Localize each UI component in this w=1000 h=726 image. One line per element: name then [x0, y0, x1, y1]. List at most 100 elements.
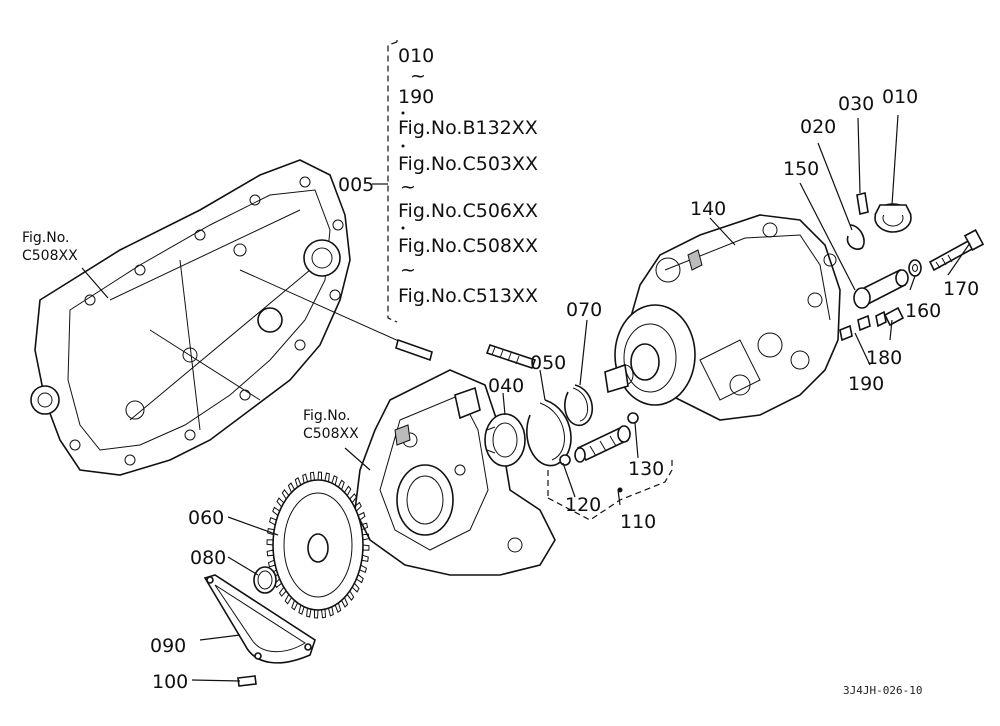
callout-090: 090 [150, 635, 186, 657]
callout-020: 020 [800, 116, 836, 138]
callout-080: 080 [190, 547, 226, 569]
figure-ref-mid-line1: Fig.No. [303, 408, 351, 424]
gear-tooth [266, 549, 274, 557]
range-tilde-1: ~ [410, 65, 426, 87]
pump-body-140 [604, 214, 841, 421]
gear-tooth [269, 517, 277, 526]
gear-tooth [267, 559, 276, 568]
middle-housing [354, 369, 556, 576]
callout-040: 040 [488, 375, 524, 397]
gear-tooth [281, 489, 290, 500]
callout-110: 110 [620, 511, 656, 533]
bearing-010 [874, 203, 912, 233]
range-fig-4: Fig.No.C508XX [398, 235, 538, 257]
figure-ref-left-line1: Fig.No. [22, 230, 70, 246]
gear-tooth [346, 590, 355, 601]
callout-100: 100 [152, 671, 188, 693]
range-fig-2: Fig.No.C503XX [398, 153, 538, 175]
range-bullet [401, 226, 405, 230]
callout-150: 150 [783, 158, 819, 180]
group-110-outline [547, 458, 673, 521]
gear-tooth [351, 582, 360, 593]
gear-tooth [349, 493, 358, 504]
o-ring-080 [253, 566, 277, 594]
figure-ref-left-line2: C508XX [22, 248, 78, 264]
stud-bolt [485, 343, 537, 370]
gear-tooth [356, 574, 364, 584]
gear-tooth [294, 477, 302, 488]
callout-180: 180 [866, 347, 902, 369]
gear-tooth [278, 586, 287, 597]
washer-160 [908, 259, 922, 277]
snap-ring-070 [564, 384, 594, 426]
gear-tooth [344, 485, 352, 496]
gear-tooth [298, 604, 305, 615]
gear-tooth [331, 475, 338, 486]
callout-190: 190 [848, 373, 884, 395]
gear-tooth [359, 564, 367, 573]
gear-tooth [354, 501, 362, 512]
gear-tooth [291, 600, 299, 611]
gear-tooth [287, 482, 295, 493]
callout-030: 030 [838, 93, 874, 115]
leader-lines [81, 114, 971, 682]
gear-tooth [266, 539, 274, 546]
snap-ring-020 [846, 224, 865, 250]
gear-tooth [309, 471, 315, 481]
figure-ref-left: Fig.No. C508XX [22, 230, 78, 264]
cover-plate-090 [203, 574, 316, 664]
callout-120: 120 [565, 494, 601, 516]
bolt-100 [237, 675, 257, 687]
pin-block [454, 386, 481, 420]
callout-170: 170 [943, 278, 979, 300]
clips-190 [839, 310, 887, 342]
pipe-assembly-110 [559, 412, 639, 466]
dowel-pin [395, 338, 433, 362]
callout-005: 005 [338, 174, 374, 196]
screw-030 [856, 192, 869, 215]
gear-060 [266, 471, 370, 619]
figure-ref-middle: Fig.No. C508XX [303, 408, 359, 442]
callout-010-bearing: 010 [882, 86, 918, 108]
gear-tooth [306, 608, 312, 618]
gear-tooth [272, 506, 280, 516]
figure-ref-mid-line2: C508XX [303, 426, 359, 442]
gear-tooth [337, 479, 345, 490]
range-bullet [401, 111, 405, 115]
gear-tooth [321, 609, 327, 619]
gear-tooth [328, 606, 334, 617]
gear-tooth [362, 544, 370, 551]
callout-labels: 005 010 020 030 040 050 060 070 080 090 … [150, 86, 979, 693]
gear-tooth [341, 597, 349, 608]
range-fig-1: Fig.No.B132XX [398, 117, 538, 139]
drawing-code: 3J4JH-026-10 [843, 684, 922, 697]
range-fig-5: Fig.No.C513XX [398, 285, 538, 307]
callout-130: 130 [628, 458, 664, 480]
range-list-005: 010 ~ 190 Fig.No.B132XX Fig.No.C503XX ~ … [398, 45, 538, 307]
gear-tooth [276, 497, 285, 508]
gear-tooth [302, 473, 308, 484]
range-tilde-3: ~ [400, 259, 416, 281]
range-bracket [387, 41, 398, 323]
gear-tooth [362, 533, 370, 541]
shaft-150 [853, 268, 909, 309]
gear-tooth [357, 511, 366, 521]
screw-180 [883, 306, 905, 327]
gear-tooth [317, 471, 322, 481]
bolt-170 [928, 229, 985, 272]
callout-140: 140 [690, 198, 726, 220]
gear-tooth [361, 554, 369, 562]
range-end: 190 [398, 86, 434, 108]
callout-060: 060 [188, 507, 224, 529]
gear-tooth [314, 609, 319, 619]
gear-tooth [360, 522, 369, 531]
range-bullet [401, 144, 405, 148]
callout-050: 050 [530, 352, 566, 374]
transmission-case-left [30, 159, 351, 476]
gear-tooth [284, 594, 292, 605]
range-fig-3: Fig.No.C506XX [398, 200, 538, 222]
range-start: 010 [398, 45, 434, 67]
callout-160: 160 [905, 300, 941, 322]
snap-ring-050 [526, 399, 572, 467]
